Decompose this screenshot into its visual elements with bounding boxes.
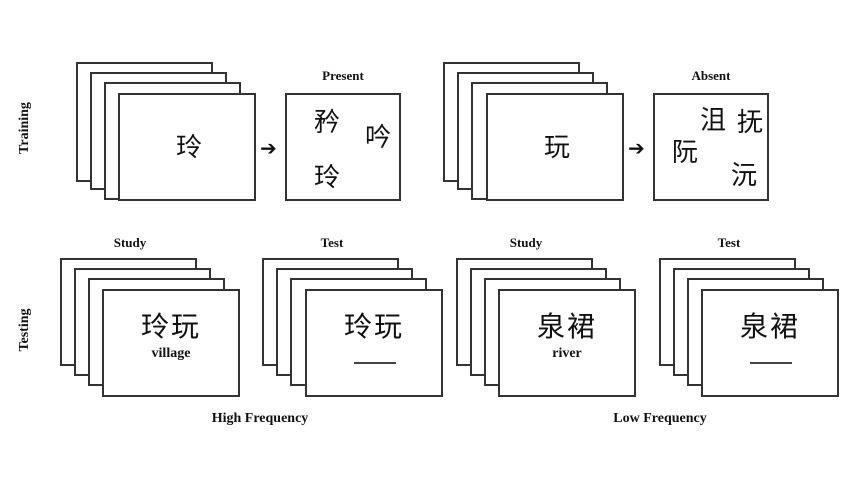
english-translation: village [151,346,191,361]
arrow-right-icon: ➔ [260,136,277,160]
lf-test-label: Test [717,235,741,250]
high-frequency-label: High Frequency [211,411,309,426]
training-side-label: Training [17,102,32,154]
present-label: Present [322,68,364,83]
testing-side-label: Testing [17,308,32,352]
word-characters: 泉裙 [536,310,597,343]
answer-blank [750,362,792,364]
hf-test-label: Test [320,235,344,250]
word-characters: 泉裙 [739,310,800,343]
word-characters: 玲玩 [343,310,404,343]
target-character: 玲 [314,163,341,193]
distractor-character: 抚 [737,108,764,138]
test-card: 玲玩 [305,289,443,397]
cue-card: 玩 [486,93,624,201]
absent-label: Absent [691,68,731,83]
absent-display-card: 沮 抚 阮 沅 [653,93,769,201]
hf-study-label: Study [113,235,147,250]
lf-study-label: Study [509,235,543,250]
distractor-character: 吟 [365,123,392,153]
study-card: 玲玩 village [102,289,240,397]
arrow-right-icon: ➔ [628,136,645,160]
distractor-character: 矜 [314,108,341,138]
low-frequency-label: Low Frequency [613,411,707,426]
distractor-character: 沮 [700,106,727,136]
test-card: 泉裙 [701,289,839,397]
distractor-character: 阮 [672,138,699,168]
english-translation: river [552,346,582,361]
cue-character: 玩 [544,133,571,163]
present-display-card: 矜 吟 玲 [285,93,401,201]
answer-blank [354,362,396,364]
word-characters: 玲玩 [140,310,201,343]
cue-character: 玲 [176,133,203,163]
distractor-character: 沅 [731,161,758,191]
study-card: 泉裙 river [498,289,636,397]
cue-card: 玲 [118,93,256,201]
